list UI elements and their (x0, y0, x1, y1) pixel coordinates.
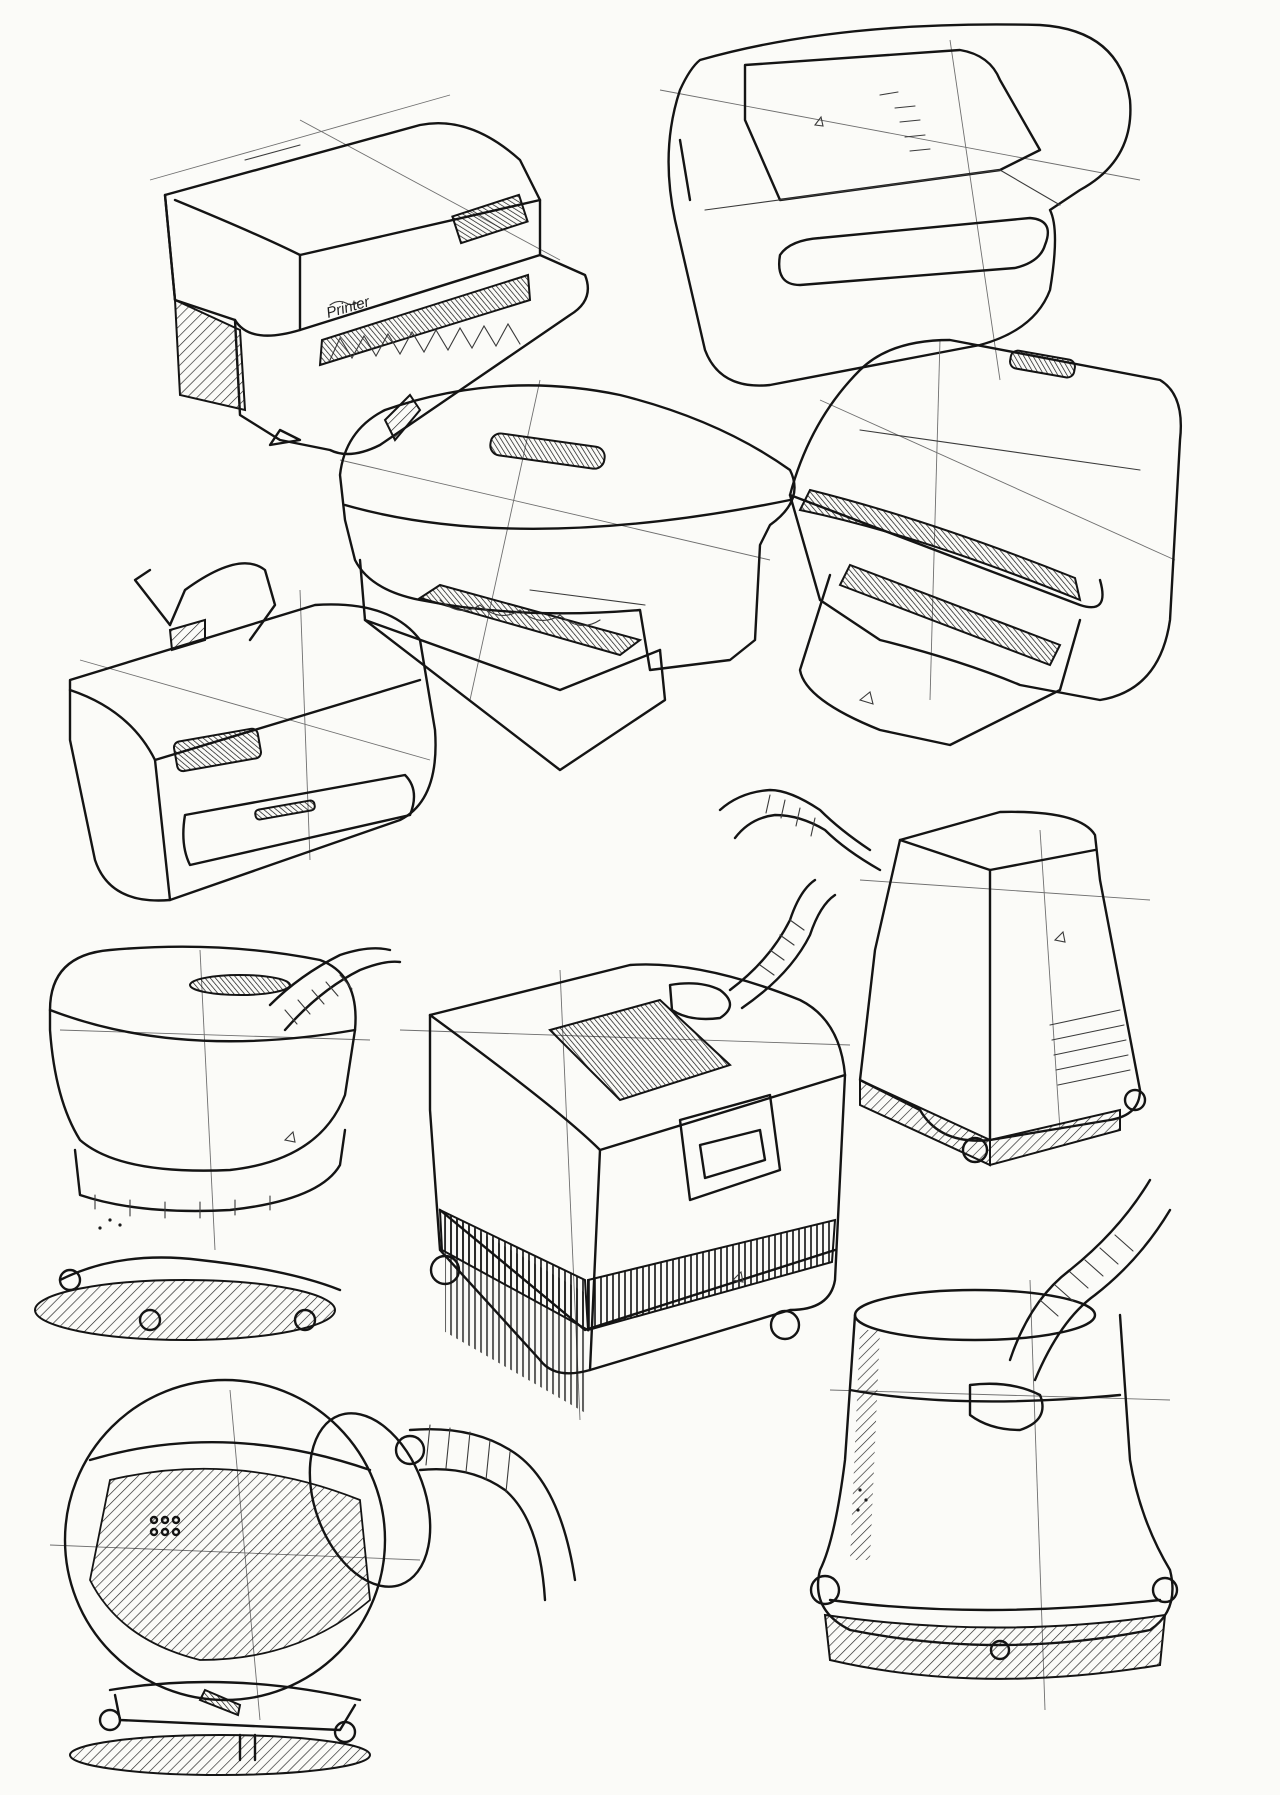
printer-sketch-b (659, 23, 1141, 387)
printer-brand-text: Printer (324, 293, 372, 322)
vacuum-sketch-d (49, 1378, 577, 1776)
printer-sketch-e (68, 562, 437, 902)
vacuum-sketch-b (399, 878, 851, 1421)
printer-sketch-c (338, 379, 796, 772)
vacuum-sketch-e (809, 1178, 1179, 1711)
printer-sketch-d (788, 338, 1182, 747)
printer-sketch-a (149, 94, 590, 456)
vacuum-sketch-c (718, 788, 1151, 1167)
vacuum-sketch-a (34, 945, 402, 1341)
